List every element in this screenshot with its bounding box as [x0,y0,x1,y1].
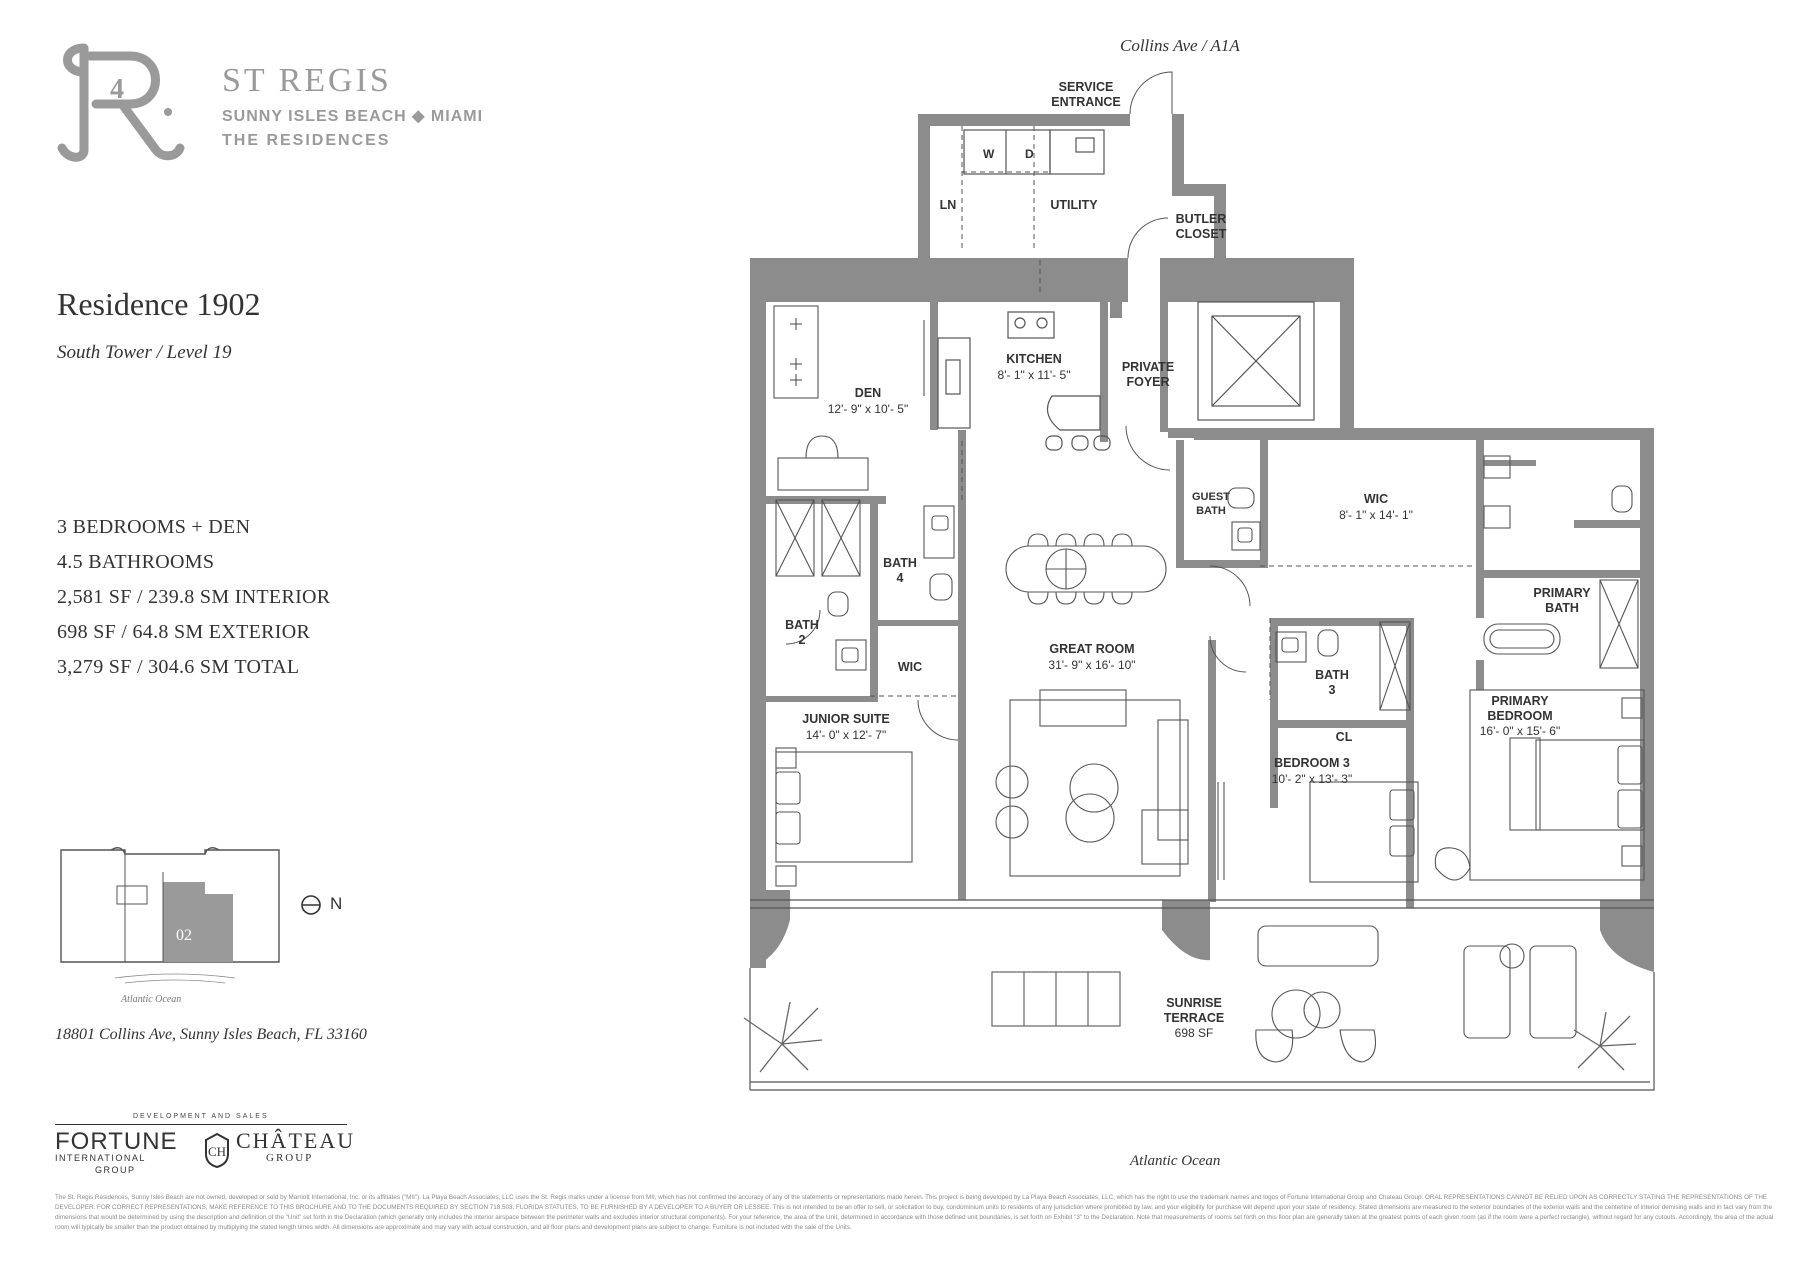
room-kitchen-dimensions: 8'- 1" x 11'- 5" [997,368,1071,382]
brand-collection: THE RESIDENCES [222,132,391,149]
room-private-foyer: PRIVATE FOYER [1121,360,1175,389]
fortune-sub-group: GROUP [95,1165,136,1175]
chateau-logo-sub: GROUP [266,1152,314,1164]
room-wic-main: WIC [1363,492,1389,506]
key-plan-unit-number: 02 [176,927,192,944]
brand-location: SUNNY ISLES BEACH ◆ MIAMI [222,108,484,125]
brand-name: ST REGIS [222,62,392,99]
room-kitchen: KITCHEN [1006,352,1062,366]
svg-text:4: 4 [110,74,124,105]
spec-interior: 2,581 SF / 239.8 SM INTERIOR [57,586,331,608]
palm-tree-icon [1573,1011,1637,1071]
room-den: DEN [854,386,882,400]
residence-title: Residence 1902 [57,286,261,322]
room-utility: UTILITY [1050,198,1098,212]
room-service-entrance: SERVICE ENTRANCE [1051,80,1121,109]
room-wic-junior: WIC [897,660,923,674]
room-primary-bedroom: PRIMARY BEDROOM [1487,694,1553,723]
room-bedroom-3-dimensions: 10'- 2" x 13'- 3" [1271,772,1353,786]
room-great-room: GREAT ROOM [1049,642,1135,656]
key-plan: 02 [60,847,280,984]
chateau-logo: CHÂTEAU [236,1128,356,1153]
address: 18801 Collins Ave, Sunny Isles Beach, FL… [55,1026,367,1043]
room-bath-3: BATH 3 [1315,668,1349,697]
st-regis-logo: 4 [57,43,185,162]
spec-total: 3,279 SF / 304.6 SM TOTAL [57,656,300,678]
developers-divider [55,1124,347,1125]
palm-tree-icon [743,1001,823,1073]
street-label: Collins Ave / A1A [1120,36,1240,55]
room-butler-closet: BUTLER CLOSET [1175,212,1227,241]
room-bedroom-3: BEDROOM 3 [1274,756,1350,770]
room-linen: LN [939,198,957,212]
fixture-washer: W [983,147,995,161]
room-terrace-area: 698 SF [1174,1026,1214,1040]
room-junior-suite: JUNIOR SUITE [802,712,890,726]
north-arrow-icon [301,895,321,915]
room-closet-cl: CL [1335,730,1353,744]
residence-subtitle: South Tower / Level 19 [57,342,232,363]
room-primary-bedroom-dimensions: 16'- 0" x 15'- 6" [1479,724,1561,738]
spec-bedrooms: 3 BEDROOMS + DEN [57,516,251,538]
floor-plan [743,71,1655,1091]
room-bath-4: BATH 4 [883,556,917,585]
room-den-dimensions: 12'- 9" x 10'- 5" [827,402,909,416]
spec-bathrooms: 4.5 BATHROOMS [57,551,215,573]
fixture-dryer: D [1025,147,1034,161]
room-sunrise-terrace: SUNRISE TERRACE [1163,996,1225,1025]
fortune-logo-sub: INTERNATIONAL GROUP [55,1152,146,1176]
fortune-sub-international: INTERNATIONAL [55,1153,146,1163]
room-wic-main-dimensions: 8'- 1" x 14'- 1" [1339,508,1413,522]
spec-exterior: 698 SF / 64.8 SM EXTERIOR [57,621,311,643]
room-guest-bath: GUEST BATH [1192,491,1230,517]
room-great-room-dimensions: 31'- 9" x 16'- 10" [1048,658,1136,672]
north-label: N [330,894,343,913]
legal-disclaimer: The St. Regis Residences, Sunny Isles Be… [55,1194,1774,1231]
developers-label: DEVELOPMENT AND SALES [133,1113,269,1120]
plan-ocean-label: Atlantic Ocean [1130,1153,1221,1169]
room-primary-bath: PRIMARY BATH [1533,586,1591,615]
svg-text:CH: CH [208,1144,226,1159]
fortune-logo: FORTUNE [55,1128,178,1155]
chateau-crest-icon: CH [205,1132,229,1168]
room-junior-suite-dimensions: 14'- 0" x 12'- 7" [805,728,887,742]
room-bath-2: BATH 2 [785,618,819,647]
key-plan-ocean-label: Atlantic Ocean [121,994,182,1005]
